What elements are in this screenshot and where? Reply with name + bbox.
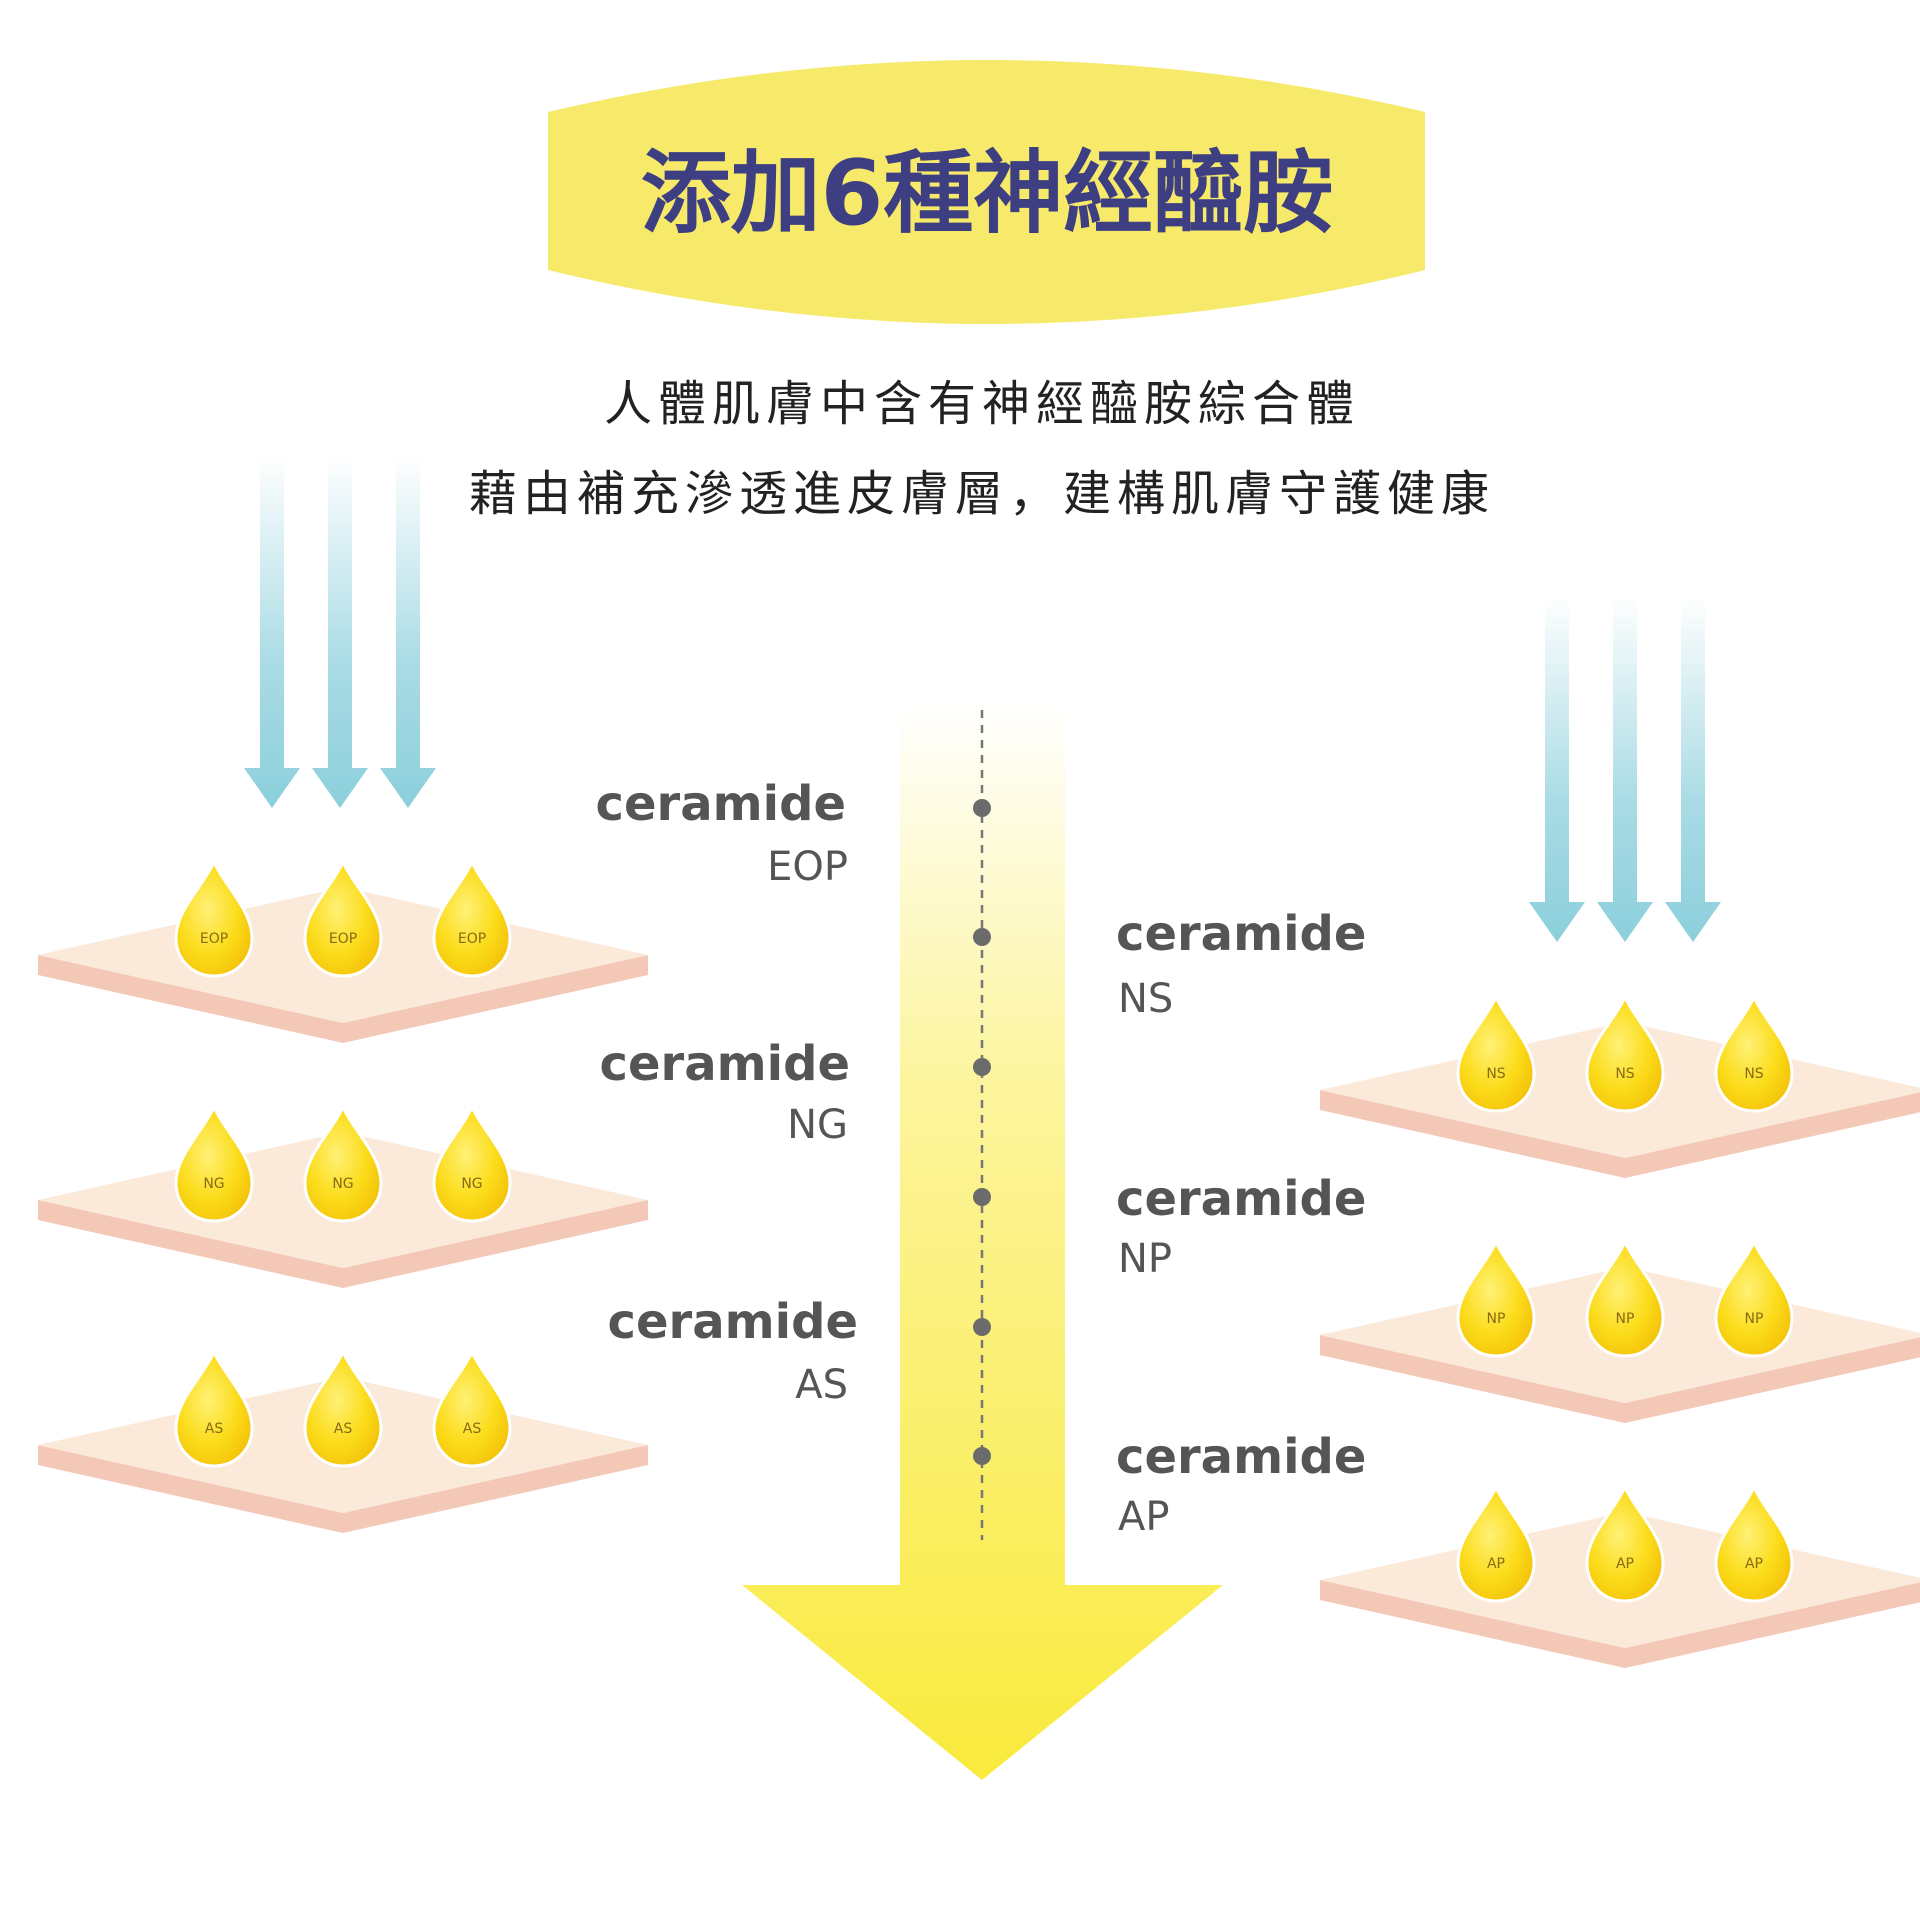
blue-down-arrow-icon [1529, 595, 1585, 942]
drop-label: AS [334, 1421, 353, 1437]
drop-label: NS [1615, 1066, 1634, 1082]
blue-down-arrow-icon [244, 455, 300, 808]
ceramide-code-np: NP [1118, 1236, 1172, 1282]
ceramide-word-as: ceramide [608, 1294, 858, 1350]
oil-drop-icon: NP [1714, 1238, 1794, 1358]
skin-layer-eop: EOP EOP EOP [38, 858, 648, 1043]
oil-drop-icon: NP [1585, 1238, 1665, 1358]
oil-drop-icon: NS [1585, 993, 1665, 1113]
skin-layer-edge [1320, 1335, 1920, 1423]
left-skin-layers: EOP EOP EOP NG NG NG AS AS AS [38, 858, 648, 1533]
timeline-dot-np [973, 1188, 991, 1206]
blue-down-arrow-icon [380, 455, 436, 808]
timeline-dot-eop [973, 799, 991, 817]
skin-layer-np: NP NP NP [1320, 1238, 1920, 1423]
skin-layer-edge [1320, 1580, 1920, 1668]
drop-label: EOP [200, 931, 228, 947]
skin-layer-edge [38, 955, 648, 1043]
oil-drop-icon: AS [303, 1348, 383, 1468]
page-title: 添加6種神經醯胺 [641, 141, 1334, 246]
skin-layer-ng: NG NG NG [38, 1103, 648, 1288]
oil-drop-icon: NS [1456, 993, 1536, 1113]
ceramide-word-ap: ceramide [1116, 1429, 1366, 1485]
drop-label: EOP [458, 931, 486, 947]
oil-drop-icon: AS [432, 1348, 512, 1468]
blue-arrows-left [244, 455, 436, 808]
oil-drop-icon: AP [1714, 1483, 1794, 1603]
ceramide-word-ns: ceramide [1116, 906, 1366, 962]
oil-drop-icon: EOP [432, 858, 512, 978]
drop-label: NG [332, 1176, 353, 1192]
drop-label: EOP [329, 931, 357, 947]
skin-layer-ns: NS NS NS [1320, 993, 1920, 1178]
ceramide-code-ng: NG [787, 1102, 848, 1148]
timeline-dot-ns [973, 928, 991, 946]
oil-drop-icon: NG [303, 1103, 383, 1223]
ceramide-code-ap: AP [1118, 1494, 1169, 1540]
drop-label: NG [461, 1176, 482, 1192]
blue-down-arrow-icon [312, 455, 368, 808]
blue-down-arrow-icon [1597, 595, 1653, 942]
banner-shape [548, 60, 1425, 324]
blue-down-arrow-icon [1665, 595, 1721, 942]
drop-label: NS [1486, 1066, 1505, 1082]
drop-label: NP [1616, 1311, 1635, 1327]
oil-drop-icon: AP [1456, 1483, 1536, 1603]
title-banner: 添加6種神經醯胺 [548, 60, 1425, 324]
oil-drop-icon: EOP [303, 858, 383, 978]
blue-arrows-right [1529, 595, 1721, 942]
timeline-dot-as [973, 1318, 991, 1336]
ceramide-word-eop: ceramide [596, 776, 846, 832]
subtitle-line-2: 藉由補充滲透進皮膚層，建構肌膚守護健康 [469, 466, 1495, 522]
ceramide-code-as: AS [795, 1362, 848, 1408]
oil-drop-icon: AP [1585, 1483, 1665, 1603]
right-skin-layers: NS NS NS NP NP NP AP AP AP [1320, 993, 1920, 1668]
oil-drop-icon: NS [1714, 993, 1794, 1113]
oil-drop-icon: NP [1456, 1238, 1536, 1358]
oil-drop-icon: AS [174, 1348, 254, 1468]
skin-layer-edge [1320, 1090, 1920, 1178]
skin-layer-edge [38, 1200, 648, 1288]
skin-layer-edge [38, 1445, 648, 1533]
drop-label: NS [1744, 1066, 1763, 1082]
ceramide-word-np: ceramide [1116, 1171, 1366, 1227]
drop-label: AP [1616, 1556, 1634, 1572]
oil-drop-icon: NG [174, 1103, 254, 1223]
timeline-dot-ng [973, 1058, 991, 1076]
drop-label: AS [463, 1421, 482, 1437]
skin-layer-ap: AP AP AP [1320, 1483, 1920, 1668]
oil-drop-icon: EOP [174, 858, 254, 978]
subtitle-line-1: 人體肌膚中含有神經醯胺綜合體 [604, 376, 1360, 432]
ceramide-word-ng: ceramide [600, 1036, 850, 1092]
drop-label: AP [1745, 1556, 1763, 1572]
skin-layer-as: AS AS AS [38, 1348, 648, 1533]
ceramide-code-eop: EOP [767, 844, 848, 890]
drop-label: NP [1745, 1311, 1764, 1327]
drop-label: NP [1487, 1311, 1506, 1327]
drop-label: AP [1487, 1556, 1505, 1572]
oil-drop-icon: NG [432, 1103, 512, 1223]
ceramide-code-ns: NS [1118, 976, 1173, 1022]
drop-label: NG [203, 1176, 224, 1192]
drop-label: AS [205, 1421, 224, 1437]
timeline-dot-ap [973, 1447, 991, 1465]
